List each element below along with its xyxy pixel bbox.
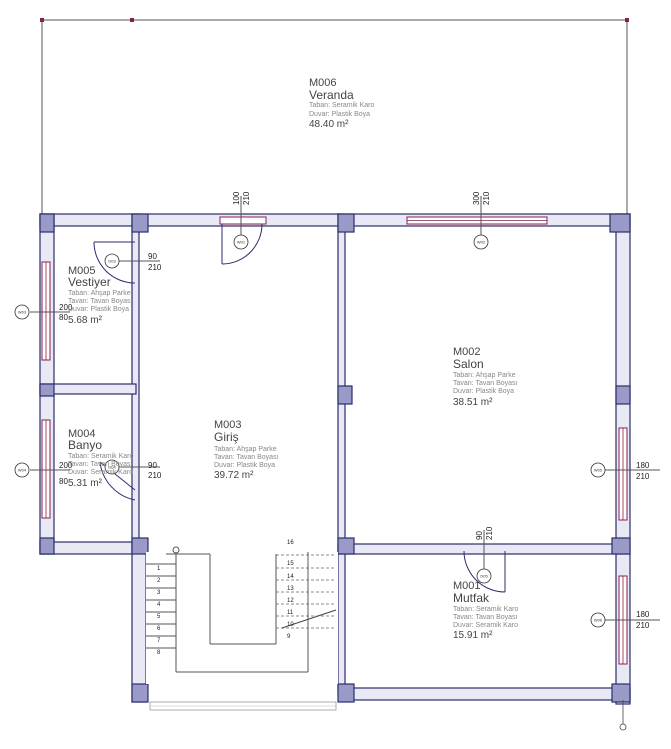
room-area: 39.72 m² bbox=[214, 470, 254, 481]
room-ceiling: Tavan: Tavan Boyası bbox=[68, 298, 133, 305]
step-number: 8 bbox=[157, 650, 161, 656]
mutfak-window-width: 180 bbox=[636, 610, 650, 619]
entrance-door-width: 100 bbox=[232, 191, 241, 205]
step-number: 16 bbox=[287, 540, 294, 546]
room-name: Banyo bbox=[68, 438, 102, 452]
step-number: 14 bbox=[287, 574, 294, 580]
svg-text:W04: W04 bbox=[18, 468, 27, 473]
room-floor: Taban: Ahşap Parke bbox=[68, 290, 131, 297]
room-code: M001 bbox=[453, 580, 481, 592]
room-label-salon: M002 Salon Taban: Ahşap Parke Tavan: Tav… bbox=[453, 346, 518, 408]
step-number: 5 bbox=[157, 614, 161, 620]
svg-text:D05: D05 bbox=[480, 574, 488, 579]
vestiyer-window-height: 80 bbox=[59, 313, 68, 322]
room-floor: Taban: Seramik Karo bbox=[68, 453, 133, 460]
room-floor: Taban: Seramik Karo bbox=[309, 102, 374, 109]
room-floor: Taban: Ahşap Parke bbox=[214, 446, 277, 453]
room-floor: Taban: Seramik Karo bbox=[453, 606, 518, 613]
room-ceiling: Tavan: Tavan Boyası bbox=[453, 614, 518, 621]
step-number: 9 bbox=[287, 634, 291, 640]
room-area: 5.31 m² bbox=[68, 478, 103, 489]
room-wall: Duvar: Plastik Boya bbox=[453, 388, 514, 395]
entrance-door-height: 210 bbox=[242, 191, 251, 205]
banyo-window-width: 200 bbox=[59, 461, 73, 470]
banyo-door-width: 90 bbox=[148, 461, 157, 470]
threshold bbox=[149, 700, 627, 731]
room-floor: Taban: Ahşap Parke bbox=[453, 372, 516, 379]
vestiyer-door-width: 90 bbox=[148, 252, 157, 261]
room-name: Vestiyer bbox=[68, 275, 111, 289]
step-number: 1 bbox=[157, 566, 161, 572]
step-number: 11 bbox=[287, 610, 294, 616]
room-code: M006 bbox=[309, 77, 337, 89]
stairs bbox=[146, 546, 338, 684]
banyo-window-height: 80 bbox=[59, 477, 68, 486]
step-number: 7 bbox=[157, 638, 161, 644]
opening-tags: W01 W02 D03 W03 W04 D04 W05 D05 W06 bbox=[14, 234, 606, 628]
mutfak-door-height: 210 bbox=[485, 526, 494, 540]
room-name: Salon bbox=[453, 357, 484, 371]
room-label-giris: M003 Giriş Taban: Ahşap Parke Tavan: Tav… bbox=[214, 419, 279, 481]
room-label-mutfak: M001 Mutfak Taban: Seramik Karo Tavan: T… bbox=[453, 580, 518, 641]
step-number: 15 bbox=[287, 561, 294, 567]
room-code: M003 bbox=[214, 419, 242, 431]
salon-window-width: 300 bbox=[472, 191, 481, 205]
veranda-outline bbox=[40, 18, 629, 214]
room-area: 48.40 m² bbox=[309, 119, 349, 130]
room-ceiling: Tavan: Tavan Boyası bbox=[453, 380, 518, 387]
step-number: 13 bbox=[287, 586, 294, 592]
step-number: 12 bbox=[287, 598, 294, 604]
salon-window-height: 210 bbox=[482, 191, 491, 205]
salon-east-window-height: 210 bbox=[636, 472, 650, 481]
room-code: M002 bbox=[453, 346, 481, 358]
svg-text:W06: W06 bbox=[594, 618, 603, 623]
step-number: 3 bbox=[157, 590, 161, 596]
columns bbox=[39, 213, 631, 703]
svg-text:W05: W05 bbox=[594, 468, 603, 473]
vestiyer-window-width: 200 bbox=[59, 303, 73, 312]
room-name: Mutfak bbox=[453, 591, 490, 605]
step-number: 4 bbox=[157, 602, 161, 608]
mutfak-door-width: 90 bbox=[475, 531, 484, 540]
vestiyer-door-height: 210 bbox=[148, 263, 162, 272]
opening-leaders bbox=[30, 196, 660, 621]
svg-text:W01: W01 bbox=[237, 240, 246, 245]
room-ceiling: Tavan: Tavan Boyası bbox=[68, 461, 133, 468]
room-area: 38.51 m² bbox=[453, 397, 493, 408]
svg-text:W02: W02 bbox=[477, 240, 486, 245]
room-wall: Duvar: Seramik Karo bbox=[68, 469, 133, 476]
room-label-banyo: M004 Banyo Taban: Seramik Karo Tavan: Ta… bbox=[68, 428, 133, 489]
stair-step-numbers: 1 2 3 4 5 6 7 8 16 15 14 13 12 11 10 9 bbox=[157, 540, 294, 656]
room-code: M004 bbox=[68, 428, 96, 440]
room-name: Veranda bbox=[309, 88, 354, 102]
room-ceiling: Tavan: Tavan Boyası bbox=[214, 454, 279, 461]
room-wall: Duvar: Plastik Boya bbox=[309, 111, 370, 118]
room-wall: Duvar: Seramik Karo bbox=[453, 622, 518, 629]
room-code: M005 bbox=[68, 265, 96, 277]
mutfak-window-height: 210 bbox=[636, 621, 650, 630]
room-wall: Duvar: Plastik Boya bbox=[68, 306, 129, 313]
room-area: 5.68 m² bbox=[68, 315, 103, 326]
room-wall: Duvar: Plastik Boya bbox=[214, 462, 275, 469]
room-label-veranda: M006 Veranda Taban: Seramik Karo Duvar: … bbox=[309, 77, 374, 130]
room-label-vestiyer: M005 Vestiyer Taban: Ahşap Parke Tavan: … bbox=[68, 265, 133, 326]
step-number: 2 bbox=[157, 578, 161, 584]
svg-text:D04: D04 bbox=[108, 465, 116, 470]
svg-text:D03: D03 bbox=[108, 259, 116, 264]
step-number: 10 bbox=[287, 622, 294, 628]
room-name: Giriş bbox=[214, 430, 239, 444]
step-number: 6 bbox=[157, 626, 161, 632]
banyo-door-height: 210 bbox=[148, 471, 162, 480]
doors bbox=[93, 223, 506, 593]
svg-text:W03: W03 bbox=[18, 310, 27, 315]
salon-east-window-width: 180 bbox=[636, 461, 650, 470]
room-area: 15.91 m² bbox=[453, 630, 493, 641]
